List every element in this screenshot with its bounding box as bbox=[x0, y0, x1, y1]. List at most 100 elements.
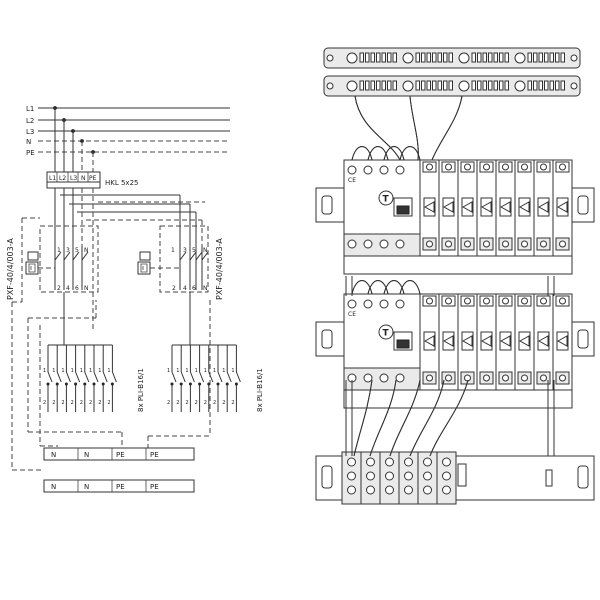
mcb-screw-bottom bbox=[502, 240, 509, 248]
mcb-pin-bottom: 2 bbox=[176, 400, 179, 406]
rail-mount-hole bbox=[321, 195, 333, 215]
terminal-screw bbox=[404, 485, 413, 495]
terminal-screw bbox=[385, 485, 394, 495]
mcb-screw-bottom bbox=[559, 240, 566, 248]
rcd-module: TCE bbox=[343, 159, 421, 257]
hkl-terminal-block: L1 L2 L3 N PE HKL 5x25 bbox=[46, 171, 138, 189]
terminal-block bbox=[341, 451, 362, 505]
rail2-n-b: N bbox=[84, 483, 89, 491]
terminal-block bbox=[436, 451, 457, 505]
mcb-breaker: 12 bbox=[89, 345, 99, 412]
terminal-cell-l1: L1 bbox=[49, 175, 56, 182]
hkl-label: HKL 5x25 bbox=[105, 179, 138, 187]
rcd-screw-bottom bbox=[395, 373, 405, 383]
mcb-breaker: 12 bbox=[222, 345, 232, 412]
mcb-screw-top bbox=[559, 297, 566, 305]
mcb-pin-bottom: 2 bbox=[204, 400, 207, 406]
mcb-pin-top: 1 bbox=[80, 368, 83, 374]
rcd-left-pin-n2: N bbox=[84, 285, 89, 292]
rcd-right-symbol: 1 3 5 N 2 4 6 N PXF-40/4/003-A bbox=[137, 225, 224, 300]
mcb-pin-top: 1 bbox=[71, 368, 74, 374]
mcb-pin-bottom: 2 bbox=[61, 400, 64, 406]
rcd-right-pin-2: 2 bbox=[172, 285, 176, 292]
rcd-right-label: PXF-40/4/003-A bbox=[215, 238, 224, 300]
schematic: L1 L2 L3 N PE L1 L2 L3 N bbox=[6, 105, 264, 493]
terminal-screw bbox=[366, 485, 375, 495]
terminal-block bbox=[417, 451, 438, 505]
rcd-left-pin-1: 1 bbox=[57, 247, 61, 254]
mcb-breaker: 12 bbox=[61, 345, 71, 412]
mcb-module bbox=[552, 293, 573, 391]
mcb-pin-bottom: 2 bbox=[213, 400, 216, 406]
mcb-module bbox=[419, 159, 440, 257]
mcb-pin-top: 1 bbox=[167, 368, 170, 374]
bus-bars: L1 L2 L3 N PE bbox=[26, 105, 230, 172]
mcb-module bbox=[438, 293, 459, 391]
terminal-screw bbox=[423, 485, 432, 495]
bus-label-n: N bbox=[26, 138, 31, 146]
mcb-module bbox=[514, 159, 535, 257]
mcb-pin-top: 1 bbox=[185, 368, 188, 374]
mcb-screw-bottom bbox=[483, 374, 490, 382]
terminal-row bbox=[315, 451, 595, 505]
terminal-screw bbox=[442, 471, 451, 481]
rcd-screw-top bbox=[347, 299, 357, 309]
mcb-module bbox=[533, 293, 554, 391]
rail1-pe-a: PE bbox=[116, 451, 125, 459]
neutral-bar bbox=[343, 389, 573, 409]
mcb-pin-top: 1 bbox=[176, 368, 179, 374]
busbar-comb-1 bbox=[323, 47, 581, 69]
din-row-1: TCE bbox=[315, 146, 595, 275]
rail2-n-a: N bbox=[51, 483, 56, 491]
mcb-left-label: 8x PLI-B16/1 bbox=[137, 368, 145, 412]
rail2-pe-a: PE bbox=[116, 483, 125, 491]
rcd-screw-top bbox=[395, 165, 405, 175]
rcd-screw-top bbox=[347, 165, 357, 175]
rcd-right-pin-6: 6 bbox=[192, 285, 196, 292]
rail1-n-b: N bbox=[84, 451, 89, 459]
mcb-module bbox=[495, 293, 516, 391]
rcd-left-pin-5: 5 bbox=[75, 247, 79, 254]
rail1-pe-b: PE bbox=[150, 451, 159, 459]
terminal-screw bbox=[404, 471, 413, 481]
mcb-pin-top: 1 bbox=[61, 368, 64, 374]
distribution-wiring bbox=[11, 188, 205, 471]
mcb-screw-bottom bbox=[540, 240, 547, 248]
terminal-cell-l3: L3 bbox=[70, 175, 77, 182]
mcb-pin-bottom: 2 bbox=[80, 400, 83, 406]
rcd-screw-bottom bbox=[379, 239, 389, 249]
rcd-screw-top bbox=[379, 165, 389, 175]
mcb-screw-top bbox=[426, 297, 433, 305]
rcd-test-button bbox=[378, 190, 394, 206]
mcb-module bbox=[419, 293, 440, 391]
terminal-screw bbox=[366, 457, 375, 467]
rcd-left-pin-n: N bbox=[84, 247, 89, 254]
terminal-screw bbox=[347, 471, 356, 481]
rcd-left-label: PXF-40/4/003-A bbox=[6, 238, 15, 300]
mcb-screw-bottom bbox=[464, 240, 471, 248]
rail-mount-hole bbox=[321, 465, 333, 489]
mcb-screw-top bbox=[521, 163, 528, 171]
mcb-module bbox=[457, 159, 478, 257]
rcd-left-pin-4: 4 bbox=[66, 285, 70, 292]
mcb-screw-top bbox=[464, 163, 471, 171]
mcb-screw-top bbox=[483, 163, 490, 171]
mcb-pin-bottom: 2 bbox=[89, 400, 92, 406]
mcb-module bbox=[514, 293, 535, 391]
mcb-module bbox=[438, 159, 459, 257]
bus-label-l3: L3 bbox=[26, 128, 34, 136]
mcb-screw-top bbox=[540, 297, 547, 305]
terminal-screw bbox=[404, 457, 413, 467]
terminal-cell-n: N bbox=[81, 175, 86, 182]
rcd-right-pin-n: N bbox=[203, 247, 208, 254]
mcb-breaker: 12 bbox=[107, 345, 117, 412]
rcd-right-pin-5: 5 bbox=[192, 247, 196, 254]
mcb-screw-top bbox=[445, 297, 452, 305]
mcb-screw-top bbox=[540, 163, 547, 171]
mcb-pin-bottom: 2 bbox=[222, 400, 225, 406]
rcd-right-pin-n2: N bbox=[203, 285, 208, 292]
rcd-left-pin-3: 3 bbox=[66, 247, 70, 254]
rcd-screw-top bbox=[363, 299, 373, 309]
